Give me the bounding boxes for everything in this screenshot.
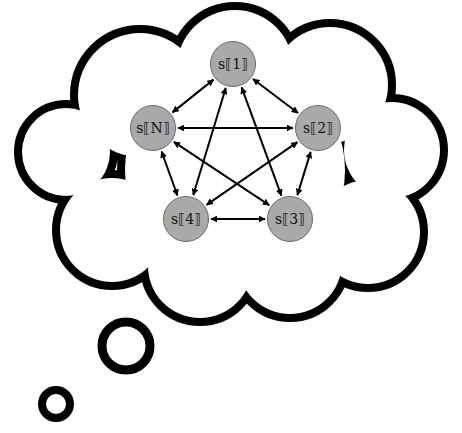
state-label: s⟦3⟧ [275,212,305,226]
double-arrow [211,218,265,220]
state-circle: s⟦3⟧ [267,196,313,242]
state-circle: s⟦2⟧ [295,105,341,151]
state-label: s⟦4⟧ [171,212,201,226]
double-arrow [173,80,214,113]
state-label: s⟦1⟧ [218,57,248,71]
state-label: s⟦2⟧ [303,121,333,135]
state-circle: s⟦1⟧ [210,41,256,87]
state-circle: s⟦4⟧ [163,196,209,242]
double-arrow [253,79,298,113]
state-label: s⟦N⟧ [136,121,169,135]
double-arrow [242,87,282,195]
double-arrow [297,152,310,195]
double-arrow [178,127,293,129]
double-arrow [193,88,225,195]
state-circle: s⟦N⟧ [130,105,176,151]
double-arrow [162,152,178,196]
